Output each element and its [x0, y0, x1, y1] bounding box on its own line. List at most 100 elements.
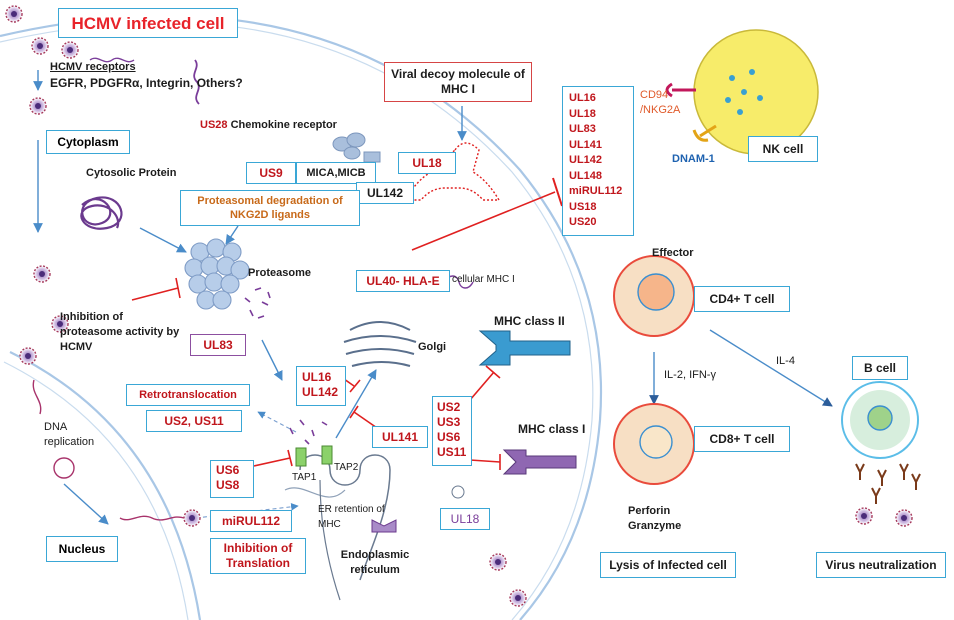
- b-cell-box: B cell: [852, 356, 908, 380]
- cytosolic-protein-label: Cytosolic Protein: [86, 167, 177, 179]
- inhibition-translation-box: Inhibition of Translation: [210, 538, 306, 574]
- golgi-apparatus: [343, 321, 417, 367]
- inhibit-mhc1-line: [469, 459, 501, 463]
- ul141-label: UL141: [381, 429, 419, 444]
- us28-suffix: Chemokine receptor: [227, 119, 337, 131]
- ul141-box: UL141: [372, 426, 428, 448]
- arrow-cytosolic-proteasome: [139, 227, 187, 253]
- us3-item: US3: [437, 415, 461, 429]
- nk-list-item: UL18: [569, 107, 596, 120]
- receptors-list: EGFR, PDGFRα, Integrin, Others?: [50, 76, 243, 90]
- proteasomal-degradation-box: Proteasomal degradation of NKG2D ligands: [180, 190, 360, 226]
- cd4-box: CD4+ T cell: [694, 286, 790, 312]
- golgi-label: Golgi: [418, 341, 447, 353]
- arrow-tap-golgi: [335, 369, 377, 439]
- effector-label: Effector: [652, 247, 694, 259]
- us8-label: US8: [216, 478, 240, 492]
- receptor-us28: [193, 59, 200, 105]
- cd8-nucleus: [639, 425, 673, 459]
- ul83-box: UL83: [190, 334, 246, 356]
- mhc1-shape: [502, 449, 577, 475]
- cd8-box: CD8+ T cell: [694, 426, 790, 452]
- inhibit-mhc2-bar: [485, 365, 501, 379]
- proteasome-inhibition-label: Inhibition of proteasome activity by HCM…: [60, 311, 180, 353]
- nk-list-item: UL16: [569, 92, 596, 104]
- ul142-label: UL142: [302, 385, 339, 399]
- us2-us11-box: US2, US11: [146, 410, 242, 432]
- cd8-label: CD8+ T cell: [709, 431, 775, 446]
- nk-list-item: UL142: [569, 154, 603, 166]
- mica-micb-cluster: [332, 132, 381, 163]
- mirul112-label: miRUL112: [221, 513, 281, 528]
- ul40-box: UL40- HLA-E: [356, 270, 450, 292]
- er-retention-label: ER retention of MHC: [318, 504, 385, 530]
- mirul112-box: miRUL112: [210, 510, 292, 532]
- proteasomal-degradation-label: Proteasomal degradation of NKG2D ligands: [197, 195, 343, 221]
- nk-inhibitor-list-box: UL16 UL18 UL83 UL141 UL142 UL148 miRUL11…: [562, 86, 634, 236]
- proteasome-cluster: [184, 238, 250, 310]
- mhc1-label: MHC class I: [518, 422, 586, 436]
- il2-label: IL-2, IFN-γ: [664, 369, 716, 381]
- neutralization-box: Virus neutralization: [816, 552, 946, 578]
- us28-label: US28 Chemokine receptor: [200, 118, 350, 133]
- ul83-label: UL83: [203, 337, 233, 352]
- us9-box: US9: [246, 162, 296, 184]
- mrna-strand: [119, 515, 185, 521]
- arrow-dna-nucleus: [63, 483, 109, 525]
- cd4-nucleus: [637, 273, 675, 311]
- er-mhc-small: [371, 519, 397, 533]
- cd94-label: CD94 /NKG2A: [640, 89, 681, 116]
- lysis-label: Lysis of Infected cell: [609, 557, 727, 572]
- receptor-squiggle: [89, 57, 135, 63]
- cytoplasm-label: Cytoplasm: [57, 134, 119, 149]
- virus-particle: [895, 509, 913, 527]
- ul16-ul142-box: UL16 UL142: [296, 366, 346, 406]
- us9-label: US9: [259, 165, 283, 180]
- inhibit-bar-nk: [552, 177, 563, 207]
- ul18-top-label: UL18: [412, 155, 442, 170]
- proteasome-label: Proteasome: [248, 267, 311, 279]
- virus-particle: [31, 37, 49, 55]
- tap2-shape: [321, 445, 333, 465]
- inhibit-mhc2-line: [469, 371, 495, 401]
- dnam-label: DNAM-1: [672, 153, 715, 165]
- us6-label: US6: [216, 463, 240, 477]
- b-nucleus: [867, 405, 893, 431]
- antibodies: [855, 463, 921, 504]
- dna-replication-label: DNA replication: [44, 421, 95, 448]
- ul142-top-label: UL142: [366, 185, 404, 200]
- inhibit-ul16-bar: [349, 379, 361, 393]
- neutralization-label: Virus neutralization: [825, 557, 937, 572]
- virus-particle: [855, 507, 873, 525]
- ul142-top-box: UL142: [356, 182, 414, 204]
- lysis-box: Lysis of Infected cell: [600, 552, 736, 578]
- mhc2-label: MHC class II: [494, 314, 565, 328]
- tap1-label: TAP1: [292, 472, 317, 483]
- retrotranslocation-label: Retrotranslocation: [139, 388, 237, 401]
- arrow-cd4-b: [709, 329, 833, 407]
- perforin-label: Perforin Granzyme: [628, 505, 682, 532]
- il4-label: IL-4: [776, 355, 795, 367]
- us11-item: US11: [437, 445, 467, 459]
- title-box: HCMV infected cell: [58, 8, 238, 38]
- nuclear-membrane-inner: [3, 361, 189, 620]
- nucleus-label: Nucleus: [58, 541, 106, 556]
- dna-strand: [32, 379, 42, 415]
- nk-list-item: US18: [569, 200, 597, 213]
- decoy-label: Viral decoy molecule of MHC I: [391, 67, 525, 96]
- cellular-mhc-label: cellular MHC I: [452, 274, 515, 285]
- us-list-box: US2 US3 US6 US11: [432, 396, 472, 466]
- mica-micb-label: MICA,MICB: [306, 166, 366, 179]
- us2-item: US2: [437, 400, 461, 414]
- mica-micb-box: MICA,MICB: [296, 162, 376, 184]
- arrow-degradation-proteasome: [225, 225, 239, 245]
- decoy-molecule: [403, 142, 501, 201]
- ul18-top-box: UL18: [398, 152, 456, 174]
- nk-granules: [725, 69, 763, 115]
- nk-cell-label: NK cell: [762, 141, 804, 156]
- virus-particle: [509, 589, 527, 607]
- ul40-label: UL40- HLA-E: [366, 273, 440, 288]
- nk-list-item: UL148: [569, 169, 603, 182]
- tap2-label: TAP2: [334, 462, 359, 473]
